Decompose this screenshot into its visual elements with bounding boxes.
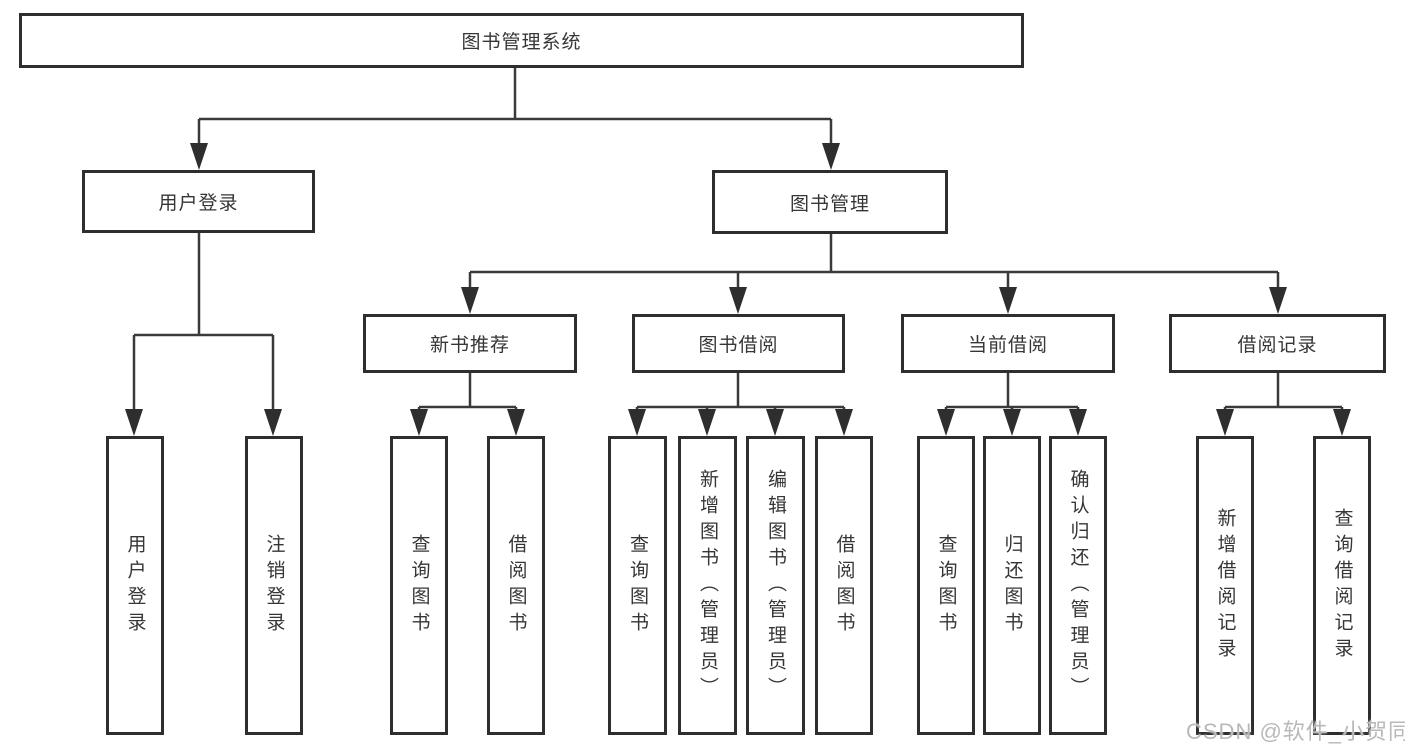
- diagram-leaf-add-book-admin: 新增图书（管理员）: [678, 436, 737, 735]
- node-label: 借阅图书: [505, 533, 527, 638]
- arrowhead-icon: [461, 287, 479, 314]
- node-label: 注销登录: [263, 533, 285, 638]
- diagram-leaf-add-borrow-record: 新增借阅记录: [1196, 436, 1254, 735]
- arrowhead-icon: [937, 409, 955, 436]
- node-label: 用户登录: [124, 533, 146, 638]
- arrowhead-icon: [410, 409, 428, 436]
- node-label: 图书管理系统: [461, 32, 582, 53]
- node-label: 新增借阅记录: [1214, 507, 1236, 664]
- diagram-leaf-user-login: 用户登录: [106, 436, 164, 735]
- diagram-node-borrow-record: 借阅记录: [1169, 314, 1386, 373]
- arrowhead-icon: [507, 409, 525, 436]
- node-label: 查询图书: [627, 533, 648, 638]
- node-label: 新书推荐: [429, 335, 510, 356]
- arrowhead-icon: [766, 409, 784, 436]
- diagram-leaf-confirm-return-admin: 确认归还（管理员）: [1049, 436, 1107, 735]
- arrowhead-icon: [264, 409, 282, 436]
- diagram-node-root: 图书管理系统: [19, 13, 1024, 68]
- diagram-leaf-borrow-book: 借阅图书: [815, 436, 873, 735]
- arrowhead-icon: [125, 409, 143, 436]
- node-label: 查询借阅记录: [1331, 507, 1353, 664]
- arrowhead-icon: [1069, 409, 1087, 436]
- diagram-leaf-logout: 注销登录: [245, 436, 303, 735]
- arrowhead-icon: [698, 409, 716, 436]
- node-label: 用户登录: [158, 193, 239, 214]
- diagram-leaf-query-book-current: 查询图书: [917, 436, 975, 735]
- diagram-leaf-return-book: 归还图书: [983, 436, 1041, 735]
- csdn-watermark: CSDN @软件_小贺同学: [1186, 719, 1405, 744]
- node-label: 编辑图书（管理员）: [765, 468, 786, 703]
- arrowhead-icon: [1333, 409, 1351, 436]
- node-label: 新增图书（管理员）: [697, 468, 718, 703]
- arrowhead-icon: [822, 143, 840, 170]
- node-label: 查询图书: [935, 533, 957, 638]
- diagram-leaf-edit-book-admin: 编辑图书（管理员）: [746, 436, 805, 735]
- diagram-node-current-borrow: 当前借阅: [901, 314, 1115, 373]
- node-label: 查询图书: [408, 533, 430, 638]
- arrowhead-icon: [835, 409, 853, 436]
- diagram-node-book-management: 图书管理: [712, 170, 948, 234]
- arrowhead-icon: [1003, 409, 1021, 436]
- node-label: 图书借阅: [698, 335, 779, 356]
- node-label: 当前借阅: [967, 335, 1048, 356]
- arrowhead-icon: [999, 287, 1017, 314]
- diagram-node-book-borrow: 图书借阅: [632, 314, 845, 373]
- arrowhead-icon: [1269, 287, 1287, 314]
- diagram-leaf-query-book-borrow: 查询图书: [608, 436, 667, 735]
- diagram-leaf-borrow-book-recommend: 借阅图书: [487, 436, 545, 735]
- arrowhead-icon: [628, 409, 646, 436]
- node-label: 归还图书: [1001, 533, 1023, 638]
- arrowhead-icon: [1216, 409, 1234, 436]
- arrowhead-icon: [190, 143, 208, 170]
- diagram-node-user-login: 用户登录: [82, 170, 315, 233]
- node-label: 借阅图书: [833, 533, 855, 638]
- arrowheads: [125, 143, 1351, 436]
- diagram-leaf-query-borrow-record: 查询借阅记录: [1313, 436, 1371, 735]
- node-label: 确认归还（管理员）: [1067, 468, 1089, 703]
- diagram-leaf-query-book-recommend: 查询图书: [390, 436, 448, 735]
- node-label: 借阅记录: [1237, 335, 1318, 356]
- tree-edges: [132, 68, 1344, 412]
- node-label: 图书管理: [789, 193, 870, 215]
- diagram-node-new-book-recommend: 新书推荐: [363, 314, 577, 373]
- arrowhead-icon: [729, 287, 747, 314]
